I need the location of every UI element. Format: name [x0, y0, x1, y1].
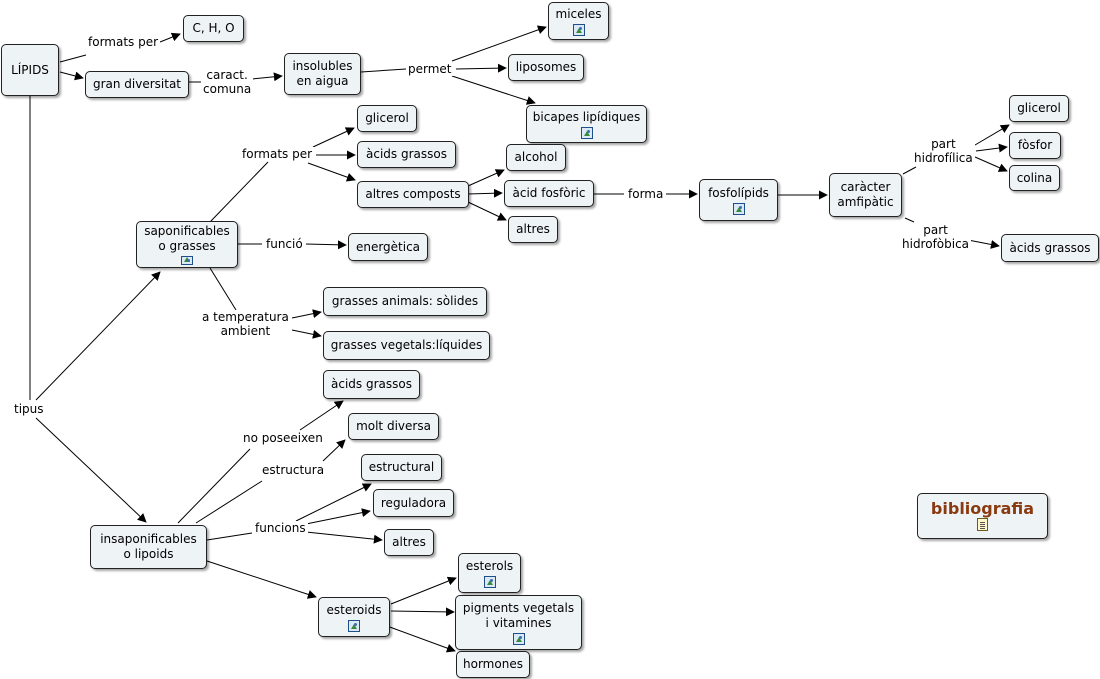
concept-label: alcohol [514, 150, 558, 164]
concept-acid-fosforic[interactable]: àcid fosfòric [504, 180, 594, 207]
concept-amfipatic[interactable]: caràcter amfipàtic [829, 173, 902, 217]
bibliografia-resource[interactable]: bibliografia [917, 493, 1048, 539]
image-icon[interactable] [732, 202, 745, 215]
concept-label: glicerol [365, 111, 409, 125]
concept-acids-grassos-3[interactable]: àcids grassos [323, 370, 420, 399]
concept-esterols[interactable]: esterols [458, 553, 521, 593]
concept-label: energètica [355, 239, 421, 254]
concept-label: esterols [465, 558, 514, 573]
image-icon[interactable] [580, 126, 593, 139]
concept-pigments[interactable]: pigments vegetals i vitamines [455, 595, 582, 650]
concept-bicapes[interactable]: bicapes lipídiques [526, 105, 647, 143]
concept-esteroids[interactable]: esteroids [318, 597, 390, 637]
concept-hormones[interactable]: hormones [456, 651, 530, 678]
link-label-funcio: funció [264, 237, 305, 251]
link-label-funcions: funcions [253, 521, 308, 535]
concept-label: grasses vegetals:líquides [330, 338, 483, 352]
image-icon[interactable] [512, 632, 525, 645]
concept-altres[interactable]: altres [508, 216, 558, 243]
concept-label: hormones [463, 657, 523, 671]
image-icon[interactable] [483, 575, 496, 588]
image-icon[interactable] [348, 619, 360, 632]
image-icon[interactable] [181, 256, 193, 265]
concept-label: altres composts [365, 187, 461, 201]
concept-label: C, H, O [192, 21, 235, 35]
concept-glicerol[interactable]: glicerol [357, 105, 417, 132]
concept-grasses-animals[interactable]: grasses animals: sòlides [323, 287, 487, 316]
concept-label: bicapes lipídiques [532, 109, 641, 124]
concept-colina[interactable]: colina [1009, 165, 1060, 191]
concept-label: pigments vegetals i vitamines [462, 600, 575, 630]
concept-label: glicerol [1017, 101, 1061, 115]
concept-saponificables[interactable]: saponificables o grasses [136, 221, 238, 268]
concept-gran-diversitat[interactable]: gran diversitat [85, 71, 189, 98]
concept-insaponificables[interactable]: insaponificables o lipoids [90, 525, 207, 569]
concept-label: insaponificables o lipoids [100, 532, 197, 561]
concept-label: bibliografia [930, 499, 1035, 518]
concept-label: altres [516, 222, 550, 236]
concept-estructural[interactable]: estructural [361, 454, 442, 481]
concept-altres-composts[interactable]: altres composts [357, 181, 469, 208]
concept-label: altres [392, 535, 426, 549]
concept-fosfor[interactable]: fòsfor [1009, 132, 1061, 159]
concept-acids-grassos-2[interactable]: àcids grassos [1001, 234, 1099, 262]
link-label-forma: forma [626, 187, 666, 201]
concept-label: caràcter amfipàtic [837, 180, 894, 209]
concept-molt-diversa[interactable]: molt diversa [348, 413, 439, 440]
concept-label: àcid fosfòric [512, 186, 586, 200]
concept-label: gran diversitat [92, 77, 182, 91]
concept-alcohol[interactable]: alcohol [506, 144, 566, 171]
concept-altres-2[interactable]: altres [384, 529, 434, 556]
concept-label: fòsfor [1017, 138, 1053, 152]
concept-label: miceles [555, 6, 602, 21]
concept-liposomes[interactable]: liposomes [508, 54, 584, 81]
concept-label: colina [1016, 170, 1053, 185]
concept-insolubles[interactable]: insolubles en aigua [284, 53, 361, 95]
link-label-permet: permet [406, 62, 454, 76]
concept-energetica[interactable]: energètica [348, 233, 428, 261]
concept-acids-grassos[interactable]: àcids grassos [357, 141, 456, 168]
link-label-part-hidrofilica: part hidrofílica [912, 137, 975, 165]
concept-grasses-vegetals[interactable]: grasses vegetals:líquides [323, 331, 490, 360]
concept-cho[interactable]: C, H, O [183, 15, 244, 42]
concept-reguladora[interactable]: reguladora [373, 489, 454, 517]
link-label-estructura: estructura [260, 463, 327, 477]
concept-label: molt diversa [356, 419, 431, 433]
concept-label: grasses animals: sòlides [331, 294, 479, 308]
concept-label: saponificables o grasses [144, 224, 230, 253]
concept-glicerol-2[interactable]: glicerol [1009, 95, 1069, 122]
concept-label: esteroids [326, 602, 382, 617]
concept-miceles[interactable]: miceles [548, 2, 609, 40]
link-label-part-hidrofobica: part hidrofòbica [900, 223, 972, 251]
link-label-tipus: tipus [12, 402, 46, 416]
link-label-formats-per: formats per [86, 35, 161, 49]
concept-lipids[interactable]: LÍPIDS [1, 44, 59, 96]
link-label-no-posseeixen: no poseeixen [241, 431, 325, 445]
concept-label: fosfolípids [708, 185, 769, 200]
document-icon[interactable] [977, 518, 988, 531]
concept-label: àcids grassos [1009, 240, 1091, 255]
concept-fosfolipids[interactable]: fosfolípids [699, 179, 778, 221]
concept-label: reguladora [380, 495, 447, 510]
image-icon[interactable] [572, 23, 585, 36]
concept-label: liposomes [515, 60, 577, 74]
link-label-formats-per-2: formats per [240, 147, 315, 161]
link-label-temperatura: a temperatura ambient [200, 310, 291, 338]
concept-label: estructural [368, 460, 435, 474]
concept-label: insolubles en aigua [292, 59, 353, 88]
link-label-caract-comuna: caract. comuna [201, 68, 254, 96]
concept-label: àcids grassos [331, 377, 412, 391]
concept-label: LÍPIDS [11, 62, 49, 77]
concept-label: àcids grassos [366, 147, 447, 161]
